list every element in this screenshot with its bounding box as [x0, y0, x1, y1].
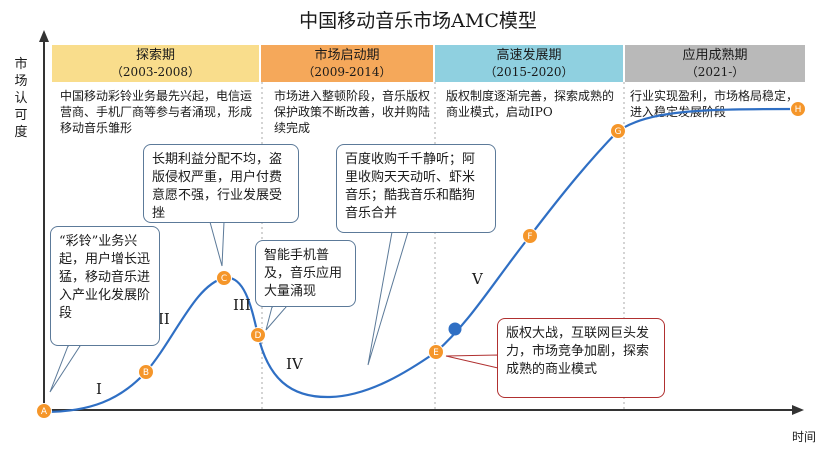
- point-label: B: [143, 368, 149, 378]
- phase-years: （2003-2008）: [110, 65, 201, 79]
- point-e: E: [428, 344, 444, 360]
- point-label: H: [795, 105, 802, 115]
- phase-desc-growth: 版权制度逐渐完善，探索成熟的商业模式，启动IPO: [446, 89, 615, 119]
- point-h: H: [790, 101, 806, 117]
- x-axis-arrow: [792, 405, 804, 415]
- phase-header-maturity: 应用成熟期 （2021-）: [625, 45, 805, 82]
- phase-years: （2009-2014）: [302, 65, 392, 79]
- point-label: D: [255, 331, 262, 341]
- callout-copyright-war: 版权大战，互联网巨头发力，市场竞争加剧，探索成熟的商业模式: [497, 318, 665, 398]
- callout-pointer: [367, 231, 409, 366]
- phase-name: 市场启动期: [314, 48, 380, 63]
- phase-header-growth: 高速发展期 （2015-2020）: [435, 45, 623, 82]
- stage-label-iv: IV: [286, 355, 303, 373]
- point-b: B: [138, 364, 154, 380]
- callout-acquisitions: 百度收购千千静听；阿里收购天天动听、虾米音乐；酷我音乐和酷狗音乐合并: [336, 144, 496, 233]
- stage-label-i: I: [96, 380, 102, 398]
- stage-label-v: V: [472, 270, 483, 288]
- stage-label-ii: II: [158, 310, 170, 328]
- phase-years: （2015-2020）: [484, 65, 574, 79]
- phase-years: （2021-）: [685, 65, 745, 79]
- callout-caling-boom: “彩铃”业务兴起，用户增长迅猛，移动音乐进入产业化发展阶段: [50, 226, 160, 346]
- point-f: F: [522, 228, 538, 244]
- phase-header-launch: 市场启动期 （2009-2014）: [261, 45, 433, 82]
- callout-smartphone-apps: 智能手机普及，音乐应用大量涌现: [255, 240, 356, 307]
- phase-desc-exploration: 中国移动彩铃业务最先兴起，电信运营商、手机厂商等参与者涌现，形成移动音乐雏形: [60, 89, 253, 135]
- point-c: C: [216, 270, 232, 286]
- point-g: G: [610, 123, 626, 139]
- point-label: C: [221, 274, 227, 284]
- callout-pointer: [49, 345, 81, 393]
- callout-pointer: [445, 354, 499, 369]
- phase-name: 高速发展期: [496, 48, 562, 63]
- phase-name: 应用成熟期: [682, 48, 748, 63]
- y-axis-arrow: [39, 30, 49, 42]
- current-position-marker: [448, 322, 462, 336]
- point-d: D: [250, 327, 266, 343]
- callout-pointer: [209, 221, 225, 267]
- point-label: A: [41, 407, 48, 417]
- point-label: G: [615, 127, 622, 137]
- phase-header-exploration: 探索期 （2003-2008）: [52, 45, 259, 82]
- amc-curve: [43, 107, 799, 414]
- phase-desc-launch: 市场进入整顿阶段，音乐版权保护政策不断改善，收并购陆续完成: [274, 89, 431, 135]
- phase-name: 探索期: [135, 48, 175, 63]
- callout-industry-setback: 长期利益分配不均，盗版侵权严重，用户付费意愿不强，行业发展受挫: [143, 144, 299, 223]
- callout-pointer: [265, 306, 288, 331]
- chart-title: 中国移动音乐市场AMC模型: [299, 10, 537, 32]
- point-label: F: [527, 232, 532, 242]
- y-axis-label: 市场认可度: [14, 57, 28, 140]
- point-a: A: [36, 403, 52, 419]
- stage-label-iii: III: [233, 296, 251, 314]
- x-axis-label: 时间: [792, 430, 817, 444]
- point-label: E: [433, 348, 439, 358]
